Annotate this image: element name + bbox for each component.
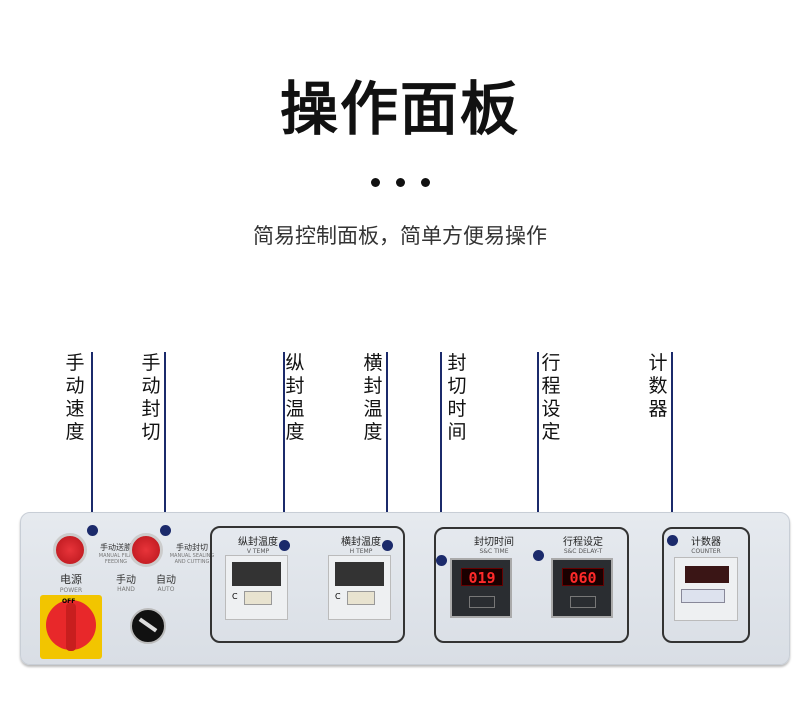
callout-line bbox=[164, 352, 166, 530]
page-title: 操作面板 bbox=[279, 75, 520, 143]
callout-line bbox=[386, 352, 388, 545]
callout-dot bbox=[382, 540, 393, 551]
callout-stroke: 行程设定 bbox=[541, 352, 561, 443]
delay-timer[interactable]: 060 bbox=[551, 558, 613, 618]
power-switch[interactable]: OFF bbox=[40, 595, 102, 659]
manual-feed-button[interactable] bbox=[53, 533, 87, 567]
callout-line bbox=[283, 352, 285, 545]
manual-seal-button[interactable] bbox=[129, 533, 163, 567]
delay-display: 060 bbox=[562, 568, 604, 587]
callout-line bbox=[537, 352, 539, 555]
sc-time-timer[interactable]: 019 bbox=[450, 558, 512, 618]
callout-counter: 计数器 bbox=[648, 352, 668, 420]
callout-manual-speed: 手动速度 bbox=[65, 352, 85, 443]
v-temp-controller[interactable]: C bbox=[225, 555, 288, 620]
timer-group bbox=[434, 527, 629, 643]
divider-dots bbox=[0, 172, 800, 191]
counter-group bbox=[662, 527, 750, 643]
temp-group bbox=[210, 526, 405, 643]
callout-manual-seal: 手动封切 bbox=[141, 352, 161, 443]
hand-auto-selector[interactable] bbox=[130, 608, 166, 644]
callout-line bbox=[440, 352, 442, 560]
h-temp-controller[interactable]: C bbox=[328, 555, 391, 620]
callout-v-temp: 纵封温度 bbox=[285, 352, 305, 443]
subtitle: 简易控制面板，简单方便易操作 bbox=[253, 224, 547, 248]
counter-device[interactable] bbox=[674, 557, 738, 621]
callout-dot bbox=[533, 550, 544, 561]
callout-sc-time: 封切时间 bbox=[447, 352, 467, 443]
callout-dot bbox=[436, 555, 447, 566]
callout-dot bbox=[279, 540, 290, 551]
callout-dot bbox=[667, 535, 678, 546]
callout-dot bbox=[160, 525, 171, 536]
callout-h-temp: 横封温度 bbox=[363, 352, 383, 443]
callout-line bbox=[91, 352, 93, 530]
callout-dot bbox=[87, 525, 98, 536]
callout-line bbox=[671, 352, 673, 540]
sc-time-display: 019 bbox=[461, 568, 503, 587]
off-label: OFF bbox=[62, 598, 76, 605]
